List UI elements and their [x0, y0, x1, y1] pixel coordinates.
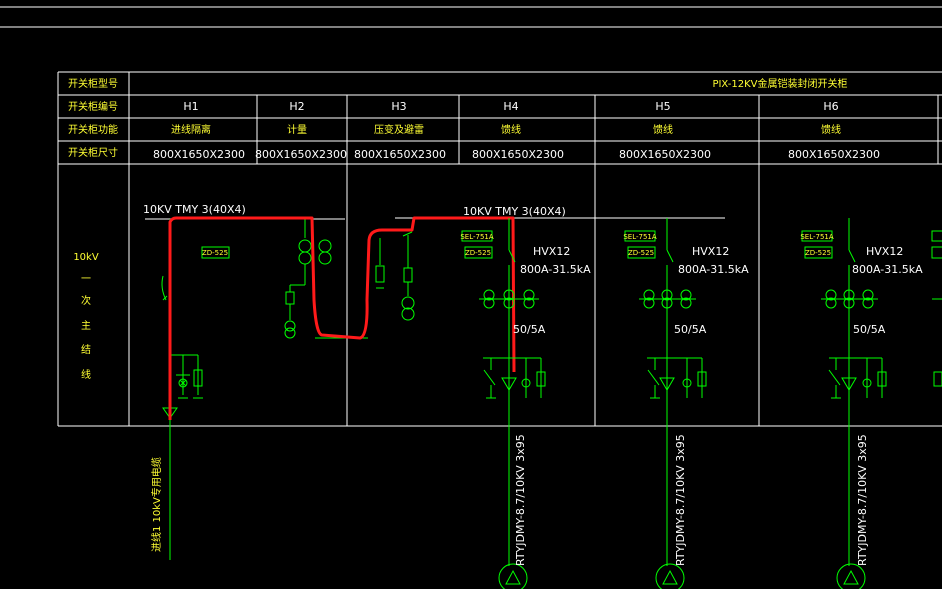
svg-text:HVX12: HVX12 — [866, 245, 903, 258]
svg-text:RTYJDMY-8.7/10KV 3x95: RTYJDMY-8.7/10KV 3x95 — [856, 434, 869, 566]
cabinet-h3-id: H3 — [391, 100, 406, 113]
busbar-left-label: 10KV TMY 3(40X4) — [143, 203, 246, 216]
svg-text:结: 结 — [81, 343, 91, 356]
svg-text:50/5A: 50/5A — [513, 323, 546, 336]
incoming-cable-label: 进线1 10kV专用电缆 — [150, 457, 163, 552]
svg-text:800A-31.5kA: 800A-31.5kA — [852, 263, 923, 276]
cabinet-h4-id: H4 — [503, 100, 518, 113]
side-label: 10kV 一 次 主 结 线 — [73, 252, 99, 381]
svg-text:ZD-525: ZD-525 — [805, 249, 831, 257]
feeder-partial-right — [931, 230, 942, 387]
cabinet-h2-size: 800X1650X2300 — [255, 148, 347, 161]
feeder-h6: SEL-751A ZD-525 HVX12 800A-31.5kA 50/5A … — [800, 218, 923, 589]
svg-text:ZD-525: ZD-525 — [202, 249, 228, 257]
svg-text:SEL-751A: SEL-751A — [460, 233, 494, 241]
svg-text:HVX12: HVX12 — [533, 245, 570, 258]
cabinet-h1-function: 进线隔离 — [171, 123, 211, 136]
cabinet-h5-function: 馈线 — [653, 123, 673, 136]
cabinet-h4-function: 馈线 — [501, 123, 521, 136]
cabinet-h2-id: H2 — [289, 100, 304, 113]
row-label-number: 开关柜编号 — [68, 100, 118, 113]
svg-text:SEL-751A: SEL-751A — [623, 233, 657, 241]
cabinet-h6-size: 800X1650X2300 — [788, 148, 880, 161]
h2-metering-circuit — [284, 219, 368, 339]
svg-text:ZD-525: ZD-525 — [465, 249, 491, 257]
svg-text:主: 主 — [81, 320, 91, 332]
h1-incoming-circuit — [161, 219, 203, 560]
svg-text:50/5A: 50/5A — [853, 323, 886, 336]
cabinet-h5-id: H5 — [655, 100, 670, 113]
svg-text:一: 一 — [81, 274, 91, 285]
svg-text:SEL-751A: SEL-751A — [800, 233, 834, 241]
svg-text:次: 次 — [81, 294, 91, 307]
svg-text:RTYJDMY-8.7/10KV 3x95: RTYJDMY-8.7/10KV 3x95 — [514, 434, 527, 566]
svg-text:800A-31.5kA: 800A-31.5kA — [678, 263, 749, 276]
cabinet-h1-id: H1 — [183, 100, 198, 113]
cabinet-h6-function: 馈线 — [821, 123, 841, 136]
svg-text:RTYJDMY-8.7/10KV 3x95: RTYJDMY-8.7/10KV 3x95 — [674, 434, 687, 566]
row-label-size: 开关柜尺寸 — [68, 146, 118, 159]
header-table — [57, 71, 942, 427]
svg-text:HVX12: HVX12 — [692, 245, 729, 258]
svg-text:线: 线 — [81, 368, 91, 381]
feeder-h5: SEL-751A ZD-525 HVX12 800A-31.5kA 50/5A … — [623, 218, 749, 589]
row-label-function: 开关柜功能 — [68, 123, 118, 136]
table-title: PIX-12KV金属铠装封闭开关柜 — [712, 77, 847, 90]
cabinet-h4-size: 800X1650X2300 — [472, 148, 564, 161]
svg-text:800A-31.5kA: 800A-31.5kA — [520, 263, 591, 276]
cabinet-h1-size: 800X1650X2300 — [153, 148, 245, 161]
svg-text:ZD-525: ZD-525 — [628, 249, 654, 257]
busbar-right-label: 10KV TMY 3(40X4) — [463, 205, 566, 218]
cabinet-h3-function: 压变及避雷 — [374, 123, 424, 136]
cabinet-h6-id: H6 — [823, 100, 838, 113]
feeder-h4: SEL-751A ZD-525 HVX12 800A-31.5kA 50/5A … — [460, 218, 591, 589]
cabinet-h5-size: 800X1650X2300 — [619, 148, 711, 161]
h1-zd-tag: ZD-525 — [201, 246, 230, 259]
svg-text:10kV: 10kV — [73, 252, 99, 263]
row-label-model: 开关柜型号 — [68, 77, 118, 90]
cabinet-h2-function: 计量 — [287, 123, 307, 136]
cabinet-h3-size: 800X1650X2300 — [354, 148, 446, 161]
h3-pt-arrester-circuit — [375, 231, 415, 321]
svg-text:50/5A: 50/5A — [674, 323, 707, 336]
highlighted-conductor-path — [168, 216, 516, 420]
